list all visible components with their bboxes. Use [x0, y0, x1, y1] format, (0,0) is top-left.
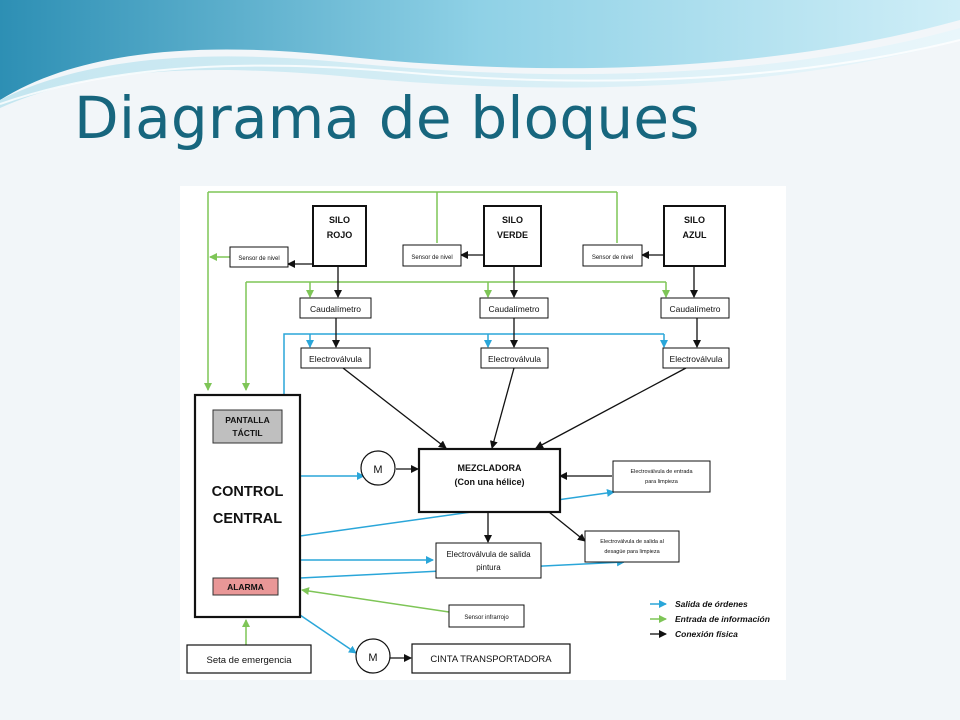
ev-entrada-line1: Electroválvula de entrada [630, 469, 693, 475]
legend-entrada: Entrada de información [675, 614, 770, 624]
motor-mezcladora-label: M [373, 464, 382, 476]
top-wave-decoration [0, 0, 960, 108]
alarma: ALARMA [212, 577, 279, 596]
ev-desague-line2: desagüe para limpieza [604, 549, 660, 555]
seta-label: Seta de emergencia [206, 655, 292, 666]
electrovalvula-1-label: Electroválvula [309, 354, 362, 364]
electrovalvula-2-label: Electroválvula [488, 354, 541, 364]
ev-desague-line1: Electroválvula de salida al [600, 539, 664, 545]
sensor-infrarrojo-label: Sensor infrarrojo [464, 615, 509, 621]
physical-lines [287, 251, 701, 662]
silo-azul-line2: AZUL [683, 230, 707, 240]
motor-mezcladora: M [360, 450, 396, 486]
ev-pintura-line1: Electroválvula de salida [446, 550, 531, 559]
electrovalvula-1: Electroválvula [300, 347, 371, 369]
silo-rojo-line1: SILO [329, 215, 350, 225]
sensor-nivel-3-label: Sensor de nivel [592, 255, 633, 261]
mezcladora-line2: (Con una hélice) [454, 477, 524, 487]
electrovalvula-3: Electroválvula [662, 347, 730, 369]
sensor-nivel-2: Sensor de nivel [402, 244, 462, 267]
silo-verde-line1: SILO [502, 215, 523, 225]
legend-conexion: Conexión física [675, 629, 738, 639]
information-lines [204, 191, 670, 645]
ev-salida-pintura: Electroválvula de salida pintura [435, 542, 542, 579]
mezcladora-line1: MEZCLADORA [458, 463, 522, 473]
silo-azul-line1: SILO [684, 215, 705, 225]
cinta-label: CINTA TRANSPORTADORA [430, 654, 552, 665]
ev-entrada-limpieza: Electroválvula de entrada para limpieza [612, 460, 711, 493]
caudalimetro-1-label: Caudalímetro [310, 304, 361, 314]
caudalimetro-2: Caudalímetro [479, 297, 549, 319]
caudalimetro-2-label: Caudalímetro [488, 304, 539, 314]
ev-pintura-line2: pintura [476, 563, 501, 572]
pantalla-tactil: PANTALLA TÁCTIL [212, 409, 283, 444]
control-line2: CENTRAL [213, 511, 282, 527]
silo-verde: SILO VERDE [483, 205, 542, 267]
sensor-nivel-2-label: Sensor de nivel [411, 255, 452, 261]
sensor-nivel-1-label: Sensor de nivel [238, 256, 279, 262]
silo-rojo-line2: ROJO [327, 230, 353, 240]
caudalimetro-3-label: Caudalímetro [669, 304, 720, 314]
legend-salida: Salida de órdenes [675, 599, 748, 609]
caudalimetro-1: Caudalímetro [299, 297, 372, 319]
electrovalvula-2: Electroválvula [480, 347, 549, 369]
caudalimetro-3: Caudalímetro [660, 297, 730, 319]
silo-rojo: SILO ROJO [312, 205, 367, 267]
pantalla-line1: PANTALLA [225, 415, 270, 425]
control-line1: CONTROL [212, 484, 284, 500]
electrovalvula-3-label: Electroválvula [670, 354, 723, 364]
motor-cinta: M [355, 638, 391, 674]
sensor-nivel-1: Sensor de nivel [229, 246, 289, 268]
alarma-label: ALARMA [227, 582, 264, 592]
legend: Salida de órdenes Entrada de información… [650, 599, 770, 639]
motor-cinta-label: M [368, 652, 377, 664]
ev-entrada-line2: para limpieza [645, 479, 679, 485]
slide-title: Diagrama de bloques [74, 84, 700, 152]
sensor-nivel-3: Sensor de nivel [582, 244, 643, 267]
control-central: PANTALLA TÁCTIL CONTROL CENTRAL ALARMA [193, 393, 302, 619]
silo-verde-line2: VERDE [497, 230, 528, 240]
cinta-transportadora: CINTA TRANSPORTADORA [411, 643, 571, 674]
mezcladora: MEZCLADORA (Con una hélice) [417, 447, 562, 514]
pantalla-line2: TÁCTIL [232, 428, 262, 438]
silo-azul: SILO AZUL [663, 205, 726, 267]
sensor-infrarrojo: Sensor infrarrojo [448, 604, 525, 628]
seta-emergencia: Seta de emergencia [186, 644, 312, 674]
ev-salida-desague: Electroválvula de salida al desagüe para… [584, 530, 680, 563]
